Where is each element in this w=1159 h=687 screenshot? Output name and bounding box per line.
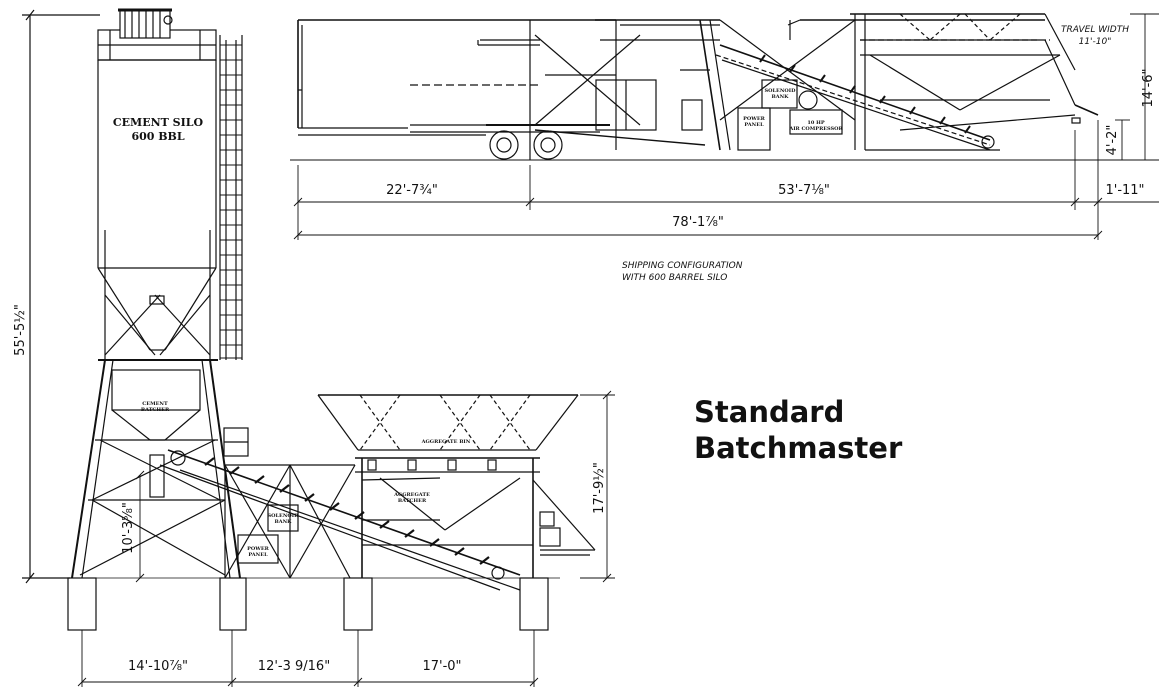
shipping-caption-1: SHIPPING CONFIGURATION bbox=[622, 261, 743, 271]
dim-ship-overhang: 1'-11" bbox=[1105, 183, 1144, 198]
dim-ship-height: 14'-6" bbox=[1141, 68, 1156, 107]
bin-height-dimension bbox=[580, 390, 615, 583]
ship-compressor-label-1: 10 HP bbox=[807, 120, 824, 126]
dim-conveyor-clearance: 10'-3⅝" bbox=[121, 502, 136, 554]
ship-compressor-label-2: AIR COMPRESSOR bbox=[788, 126, 843, 132]
dim-base-1: 14'-10⅞" bbox=[128, 659, 188, 674]
silo-capacity: 600 BBL bbox=[131, 130, 184, 143]
power-panel-label-2: PANEL bbox=[248, 552, 268, 558]
silo-support-legs bbox=[71, 359, 249, 579]
page-title: Standard Batchmaster bbox=[694, 394, 902, 466]
footings bbox=[60, 577, 560, 631]
silo-title: CEMENT SILO bbox=[113, 116, 204, 129]
aggregate-bin-label: AGGREGATE BIN bbox=[421, 439, 471, 445]
shipping-dimensions bbox=[290, 13, 1159, 240]
solenoid-bank-label-1: SOLENOID bbox=[268, 513, 300, 519]
dim-bin-height: 17'-9½" bbox=[592, 462, 607, 514]
ship-power-panel-1: POWER bbox=[743, 116, 766, 122]
conveyor-idlers bbox=[204, 457, 490, 565]
conveyor-truss bbox=[224, 464, 356, 579]
aggregate-batcher-label-1: AGGREGATE bbox=[393, 492, 430, 498]
base-dimensions bbox=[77, 630, 539, 687]
cement-batcher-label-2: BATCHER bbox=[141, 407, 170, 413]
dim-ship-total: 78'-1⅞" bbox=[672, 215, 724, 230]
ship-solenoid-2: BANK bbox=[771, 94, 789, 100]
title-line-2: Batchmaster bbox=[694, 431, 903, 465]
dim-ship-axle: 4'-2" bbox=[1105, 125, 1120, 156]
silo-ladder-rungs bbox=[220, 44, 242, 359]
dim-base-3: 17'-0" bbox=[422, 659, 461, 674]
title-line-1: Standard bbox=[694, 395, 845, 429]
power-panel-label-1: POWER bbox=[247, 546, 270, 552]
travel-width-value: 11'-10" bbox=[1079, 37, 1112, 47]
cement-silo bbox=[97, 8, 243, 360]
overall-height-dimension bbox=[22, 9, 100, 584]
ship-power-panel-2: PANEL bbox=[744, 122, 764, 128]
dim-base-2: 12'-3 9/16" bbox=[258, 659, 330, 674]
dim-ship-rear: 53'-7⅛" bbox=[778, 183, 830, 198]
conveyor-clearance-dimension bbox=[135, 470, 145, 583]
ship-solenoid-1: SOLENOID bbox=[765, 88, 797, 94]
dim-ship-front: 22'-7¾" bbox=[386, 183, 438, 198]
shipping-conveyor-idlers bbox=[759, 54, 971, 134]
aggregate-batcher-label-2: BATCHER bbox=[398, 498, 427, 504]
solenoid-bank-label-2: BANK bbox=[274, 519, 292, 525]
dim-overall-height: 55'-5½" bbox=[13, 304, 28, 356]
shipping-trailer bbox=[297, 13, 1099, 160]
inclined-conveyor bbox=[159, 449, 521, 591]
cement-batcher-label-1: CEMENT bbox=[142, 401, 168, 407]
shipping-caption-2: WITH 600 BARREL SILO bbox=[622, 273, 727, 283]
travel-width-label: TRAVEL WIDTH bbox=[1061, 25, 1129, 35]
aggregate-bin bbox=[317, 394, 596, 578]
